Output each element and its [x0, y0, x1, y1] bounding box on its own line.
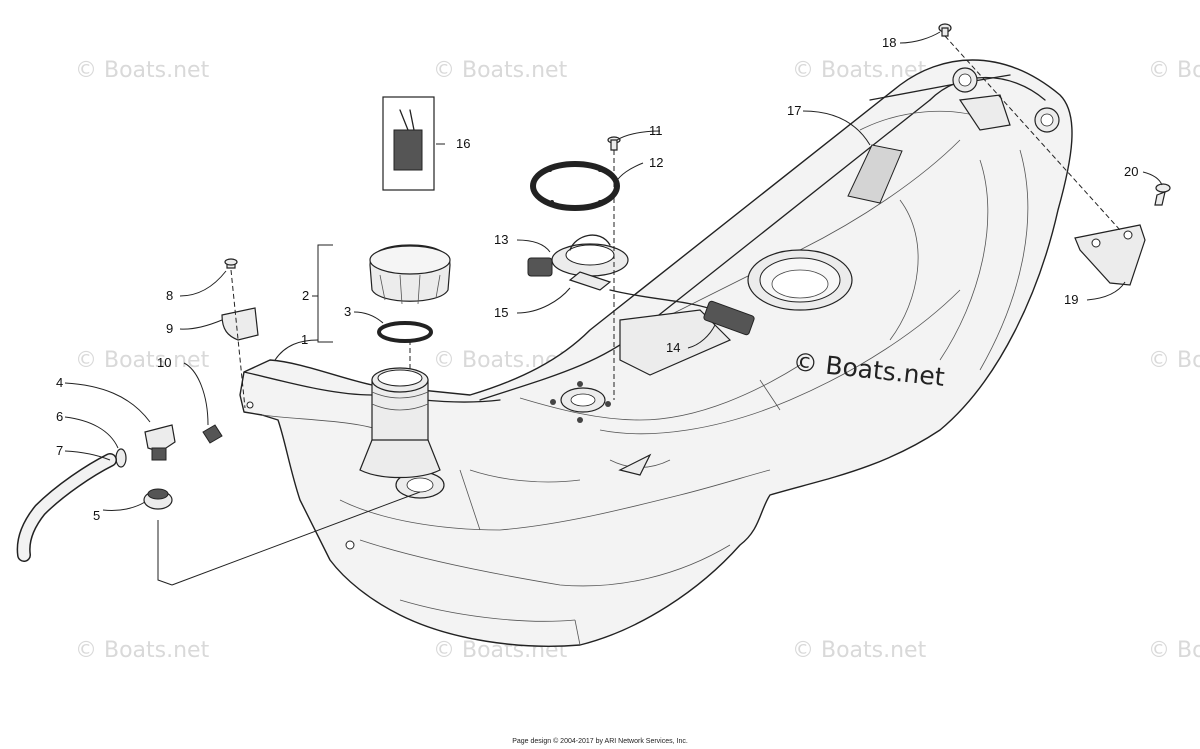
part-labels: 1 2 3 4 5 6 7 8 9 10 11 12 13 14 15 16 1…	[56, 35, 1138, 523]
watermark: © Boats.net	[792, 638, 927, 663]
part-label-15: 15	[494, 305, 508, 320]
fuel-tank-body	[239, 59, 1073, 647]
fitting-4	[144, 424, 176, 461]
part-label-5: 5	[93, 508, 100, 523]
clamp-6	[115, 448, 127, 468]
part-label-18: 18	[882, 35, 896, 50]
part-label-17: 17	[787, 103, 801, 118]
part-label-20: 20	[1124, 164, 1138, 179]
part-label-12: 12	[649, 155, 663, 170]
hose-7	[16, 453, 117, 562]
watermark: © Boats.net	[75, 348, 210, 373]
part-label-13: 13	[494, 232, 508, 247]
part-label-14: 14	[666, 340, 680, 355]
part-label-1: 1	[301, 332, 308, 347]
watermarks: © Boats.net © Boats.net © Boats.net © Bo…	[75, 58, 1200, 663]
part-label-10: 10	[157, 355, 171, 370]
leader-lines	[64, 31, 1163, 586]
part-label-16: 16	[456, 136, 470, 151]
watermark: © Boats.net	[792, 58, 927, 83]
fuel-cap	[369, 244, 451, 305]
part-label-8: 8	[166, 288, 173, 303]
bracket-19	[1074, 224, 1146, 286]
clamp-9	[221, 307, 259, 341]
harness-inset	[382, 96, 435, 191]
part-label-4: 4	[56, 375, 63, 390]
watermark: © Boats.net	[1148, 348, 1200, 373]
part-label-9: 9	[166, 321, 173, 336]
watermark: © Boats.net	[433, 58, 568, 83]
grommet-5	[143, 488, 173, 510]
watermark: © Boats.net	[1148, 638, 1200, 663]
part-label-3: 3	[344, 304, 351, 319]
filler-neck	[359, 367, 441, 479]
cap-gasket	[377, 321, 433, 343]
part-label-11: 11	[649, 123, 663, 138]
screws	[224, 23, 1171, 269]
pump-gasket	[530, 161, 620, 211]
fuel-pump-assembly	[527, 234, 755, 336]
part-label-2: 2	[302, 288, 309, 303]
page-footer: Page design © 2004-2017 by ARI Network S…	[512, 738, 688, 745]
part-label-7: 7	[56, 443, 63, 458]
part-label-6: 6	[56, 409, 63, 424]
part-label-19: 19	[1064, 292, 1078, 307]
watermark: © Boats.net	[1148, 58, 1200, 83]
watermark: © Boats.net	[75, 58, 210, 83]
clip-10	[202, 424, 223, 444]
watermark: © Boats.net	[75, 638, 210, 663]
